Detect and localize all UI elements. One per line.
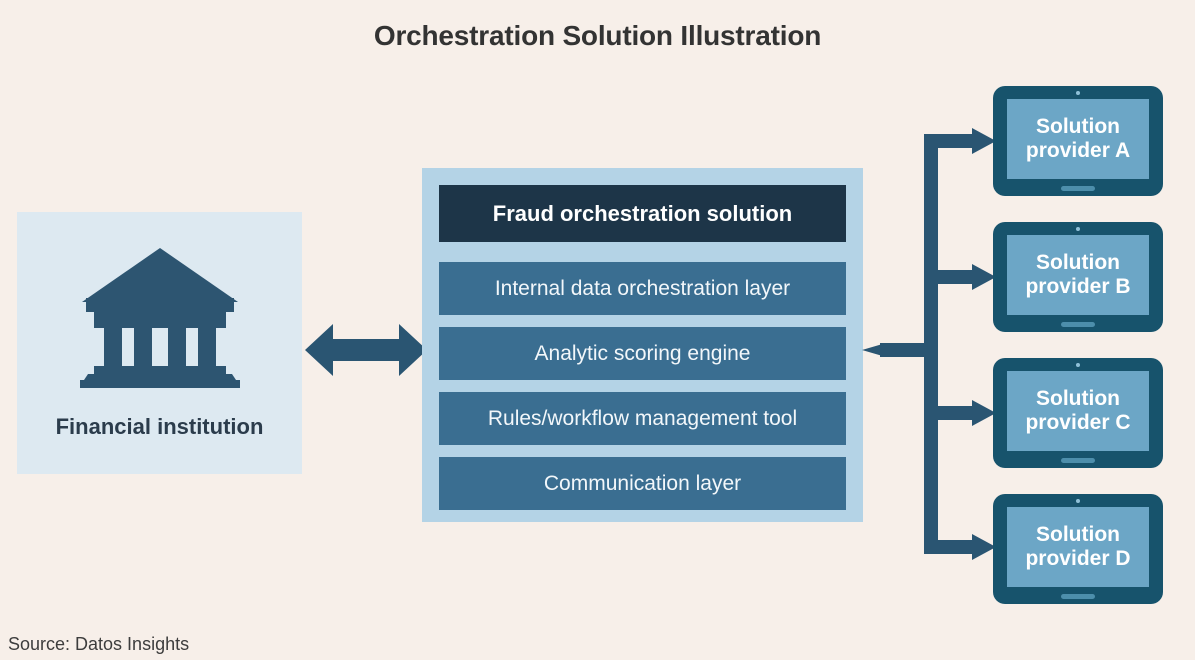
layer-box-analytic-scoring-engine: Analytic scoring engine <box>439 327 846 380</box>
bidirectional-arrow-icon <box>305 320 427 380</box>
camera-dot-icon <box>1076 227 1080 231</box>
source-caption: Source: Datos Insights <box>8 634 190 654</box>
home-bar-icon <box>1061 458 1095 463</box>
financial-institution-label: Financial institution <box>55 414 264 439</box>
financial-institution-panel: Financial institution <box>17 212 302 474</box>
layer-box-communication-layer: Communication layer <box>439 457 846 510</box>
layer-label: Communication layer <box>543 471 742 495</box>
camera-dot-icon <box>1076 91 1080 95</box>
home-bar-icon <box>1061 186 1095 191</box>
page-title: Orchestration Solution Illustration <box>373 20 822 51</box>
layer-box-internal-data-orchestration: Internal data orchestration layer <box>439 262 846 315</box>
branching-arrow-tree-icon <box>860 80 1020 580</box>
camera-dot-icon <box>1076 499 1080 503</box>
orchestration-stack-panel: Fraud orchestration solution Internal da… <box>422 168 863 522</box>
layer-label: Analytic scoring engine <box>534 341 751 365</box>
home-bar-icon <box>1061 594 1095 599</box>
camera-dot-icon <box>1076 363 1080 367</box>
bank-icon <box>79 240 240 390</box>
fraud-orchestration-header-label: Fraud orchestration solution <box>492 200 793 226</box>
home-bar-icon <box>1061 322 1095 327</box>
fraud-orchestration-header-box: Fraud orchestration solution <box>439 185 846 242</box>
layer-box-rules-workflow-management-tool: Rules/workflow management tool <box>439 392 846 445</box>
layer-label: Rules/workflow management tool <box>487 406 798 430</box>
layer-label: Internal data orchestration layer <box>494 276 791 300</box>
